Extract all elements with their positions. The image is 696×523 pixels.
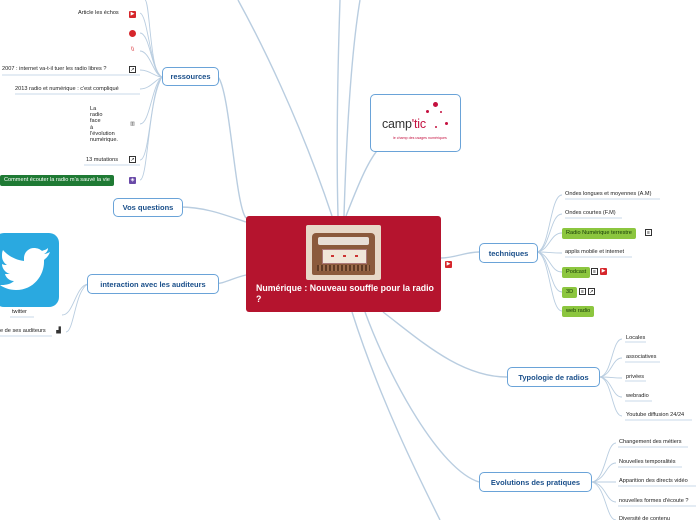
tech-leaf[interactable]: Radio Numérique terrestre <box>562 228 636 239</box>
leaf-auditeurs[interactable]: e de ses auditeurs <box>0 328 46 334</box>
leaf-internet-2007[interactable]: 2007 : internet va-t-il tuer les radio l… <box>2 66 107 72</box>
central-title: Numérique : Nouveau souffle pour la radi… <box>256 283 434 304</box>
leaf-13-mutations[interactable]: 13 mutations <box>86 157 119 163</box>
red-circle-icon[interactable] <box>129 30 136 37</box>
red-media-icon[interactable]: ▶ <box>445 261 452 268</box>
typologie-leaf[interactable]: webradio <box>626 393 649 399</box>
red-slash-icon[interactable]: \\ <box>130 47 135 53</box>
leaf-la-radio-face[interactable]: La radio face à l'évolution numérique. <box>90 106 118 144</box>
external-link-icon[interactable]: ↗ <box>129 156 136 163</box>
note-icon[interactable]: ≡ <box>591 268 598 275</box>
tech-leaf[interactable]: applis mobile et internet <box>565 249 625 255</box>
tech-leaf[interactable]: Podcast <box>562 267 591 278</box>
red-media-icon[interactable]: ▶ <box>600 268 607 275</box>
topic-techniques[interactable]: techniques <box>479 243 538 263</box>
evolution-leaf[interactable]: Diversité de contenu <box>619 516 670 522</box>
note-icon[interactable]: ≡ <box>579 288 586 295</box>
logo-tagline: le champ des usages numériques <box>393 136 447 140</box>
vintage-radio-image <box>306 225 381 280</box>
evolution-leaf[interactable]: nouvelles formes d'écoute ? <box>619 498 689 504</box>
topic-interaction[interactable]: interaction avec les auditeurs <box>87 274 219 294</box>
note-icon[interactable]: ≡ <box>645 229 652 236</box>
logo-wordmark: camp'tic <box>382 117 426 131</box>
purple-media-icon[interactable]: ◈ <box>129 177 136 184</box>
topic-vos-questions[interactable]: Vos questions <box>113 198 183 217</box>
radio-body <box>312 233 375 275</box>
leaf-twitter[interactable]: twitter <box>12 309 27 315</box>
typologie-leaf[interactable]: Locales <box>626 335 646 341</box>
evolution-leaf[interactable]: Apparition des directs vidéo <box>619 478 688 484</box>
external-link-icon[interactable]: ↗ <box>588 288 595 295</box>
typologie-leaf[interactable]: privées <box>626 374 645 380</box>
central-topic[interactable]: Numérique : Nouveau souffle pour la radi… <box>246 216 441 312</box>
chart-icon[interactable]: ▟ <box>56 328 61 334</box>
typologie-leaf[interactable]: Youtube diffusion 24/24 <box>626 412 685 418</box>
red-media-icon[interactable]: ▶ <box>129 11 136 18</box>
tech-leaf[interactable]: Ondes longues et moyennes (A.M) <box>565 191 652 197</box>
topic-typologie[interactable]: Typologie de radios <box>507 367 600 387</box>
file-icon[interactable]: ▥ <box>130 121 135 127</box>
external-link-icon[interactable]: ↗ <box>129 66 136 73</box>
evolution-leaf[interactable]: Nouvelles temporalités <box>619 459 676 465</box>
typologie-leaf[interactable]: associatives <box>626 354 657 360</box>
tech-leaf[interactable]: web radio <box>562 306 595 317</box>
topic-evolutions[interactable]: Evolutions des pratiques <box>479 472 592 492</box>
leaf-comment-ecouter[interactable]: Comment écouter la radio m'a sauvé la vi… <box>0 175 114 186</box>
twitter-logo-icon[interactable] <box>0 233 59 307</box>
tech-leaf[interactable]: 3D <box>562 287 578 298</box>
evolution-leaf[interactable]: Changement des métiers <box>619 439 682 445</box>
leaf-article-echos[interactable]: Article les échos <box>78 10 119 16</box>
camptic-logo-topic[interactable]: camp'tic le champ des usages numériques <box>370 94 461 152</box>
tech-leaf[interactable]: Ondes courtes (F.M) <box>565 210 616 216</box>
leaf-radio-2013[interactable]: 2013 radio et numérique : c'est compliqu… <box>15 86 119 92</box>
topic-ressources[interactable]: ressources <box>162 67 219 86</box>
